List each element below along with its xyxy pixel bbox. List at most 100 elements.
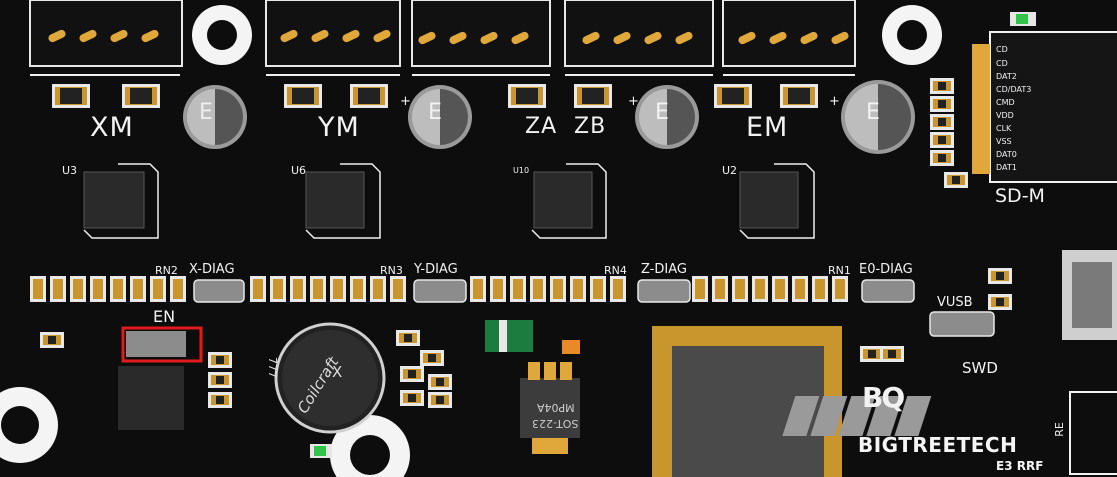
sd-pin-cd-dat3: CD/DAT3 (996, 85, 1032, 94)
label-u10: U10 (513, 166, 530, 175)
smd-part (396, 330, 420, 346)
smd-part (208, 352, 232, 368)
smd-part (350, 84, 388, 108)
sd-pin-cmd: CMD (996, 98, 1015, 107)
brand-name: BIGTREETECH (858, 433, 1018, 457)
smd-part (944, 172, 968, 188)
smd-part (270, 276, 286, 302)
connector-pin (582, 31, 600, 45)
connector-pin (738, 31, 756, 45)
model-name: E3 RRF (996, 459, 1044, 473)
reset-button (1069, 391, 1117, 475)
label-sd-m: SD-M (995, 185, 1045, 207)
voltage-regulator (520, 362, 580, 454)
driver-chips (83, 171, 799, 229)
connector-pins (48, 29, 849, 45)
label-rn1: RN1 (828, 264, 851, 277)
regulator-part: MP04A (537, 401, 575, 414)
connector-pin (480, 31, 498, 45)
label-em: EM (746, 112, 789, 143)
connector-pin (373, 29, 391, 43)
label-z-diag: Z-DIAG (641, 262, 687, 277)
label-ym: YM (318, 112, 360, 143)
smd-part (130, 276, 146, 302)
connector-pin (342, 29, 360, 43)
small-ic (118, 366, 184, 430)
smd-part (490, 276, 506, 302)
sd-card-slot (972, 31, 1117, 183)
smd-part (290, 276, 306, 302)
smd-part (428, 392, 452, 408)
smd-part (400, 366, 424, 382)
smd-part (792, 276, 808, 302)
smd-part (170, 276, 186, 302)
connector-pin (280, 29, 298, 43)
inductor (274, 322, 386, 434)
polarity-mark-3: + (829, 94, 840, 109)
diag-jumpers (193, 279, 995, 337)
mounting-holes (0, 5, 942, 477)
label-e0-diag: E0-DIAG (859, 262, 913, 277)
label-zb: ZB (574, 114, 607, 139)
reset-label: RE (1052, 422, 1066, 437)
label-za: ZA (525, 114, 558, 139)
en-highlight-box (121, 326, 203, 363)
smd-part (52, 84, 90, 108)
smd-part (370, 276, 386, 302)
polarity-mark-1: + (400, 94, 411, 109)
smd-part (930, 132, 954, 148)
smd-part (930, 150, 954, 166)
smd-part (530, 276, 546, 302)
connector-em (722, 0, 856, 67)
en-jumper (126, 331, 186, 357)
connector-pin (110, 29, 128, 43)
label-vusb: VUSB (937, 295, 973, 310)
inductor-code: 777 (266, 357, 279, 378)
chip-outlines (83, 163, 815, 239)
smd-part (510, 276, 526, 302)
smd-part (470, 276, 486, 302)
smd-part (110, 276, 126, 302)
label-x-diag: X-DIAG (189, 262, 235, 277)
label-swd: SWD (962, 359, 998, 377)
smd-part (574, 84, 612, 108)
label-rn4: RN4 (604, 264, 627, 277)
sd-pin-cd-2: CD (996, 59, 1008, 68)
label-xm: XM (90, 112, 134, 143)
smd-part (250, 276, 266, 302)
smd-part (930, 78, 954, 94)
capacitor-4 (841, 80, 915, 154)
smd-part (400, 390, 424, 406)
smd-part (350, 276, 366, 302)
smd-part (30, 276, 46, 302)
connector-pin (48, 29, 66, 43)
electrolytic-capacitors (183, 80, 915, 154)
polarity-mark-2: + (628, 94, 639, 109)
smd-part (70, 276, 86, 302)
connector-pin (511, 31, 529, 45)
connector-pin (644, 31, 662, 45)
connector-pin (418, 31, 436, 45)
smd-part (420, 350, 444, 366)
smd-components (30, 78, 1012, 408)
smd-part (40, 332, 64, 348)
smd-part (772, 276, 788, 302)
connector-pin (800, 31, 818, 45)
smd-part (988, 294, 1012, 310)
smd-part (208, 392, 232, 408)
smd-part (330, 276, 346, 302)
smd-part (310, 276, 326, 302)
smd-part (930, 96, 954, 112)
smd-part (90, 276, 106, 302)
capacitor-mark-1: E (199, 100, 214, 125)
smd-part (732, 276, 748, 302)
smd-part (50, 276, 66, 302)
label-u2: U2 (722, 164, 738, 177)
smd-part (428, 374, 452, 390)
sd-pin-dat2: DAT2 (996, 72, 1017, 81)
capacitor-mark-4: E (866, 100, 881, 125)
brand-logo: BQ (862, 381, 905, 414)
motor-connectors (29, 0, 856, 67)
